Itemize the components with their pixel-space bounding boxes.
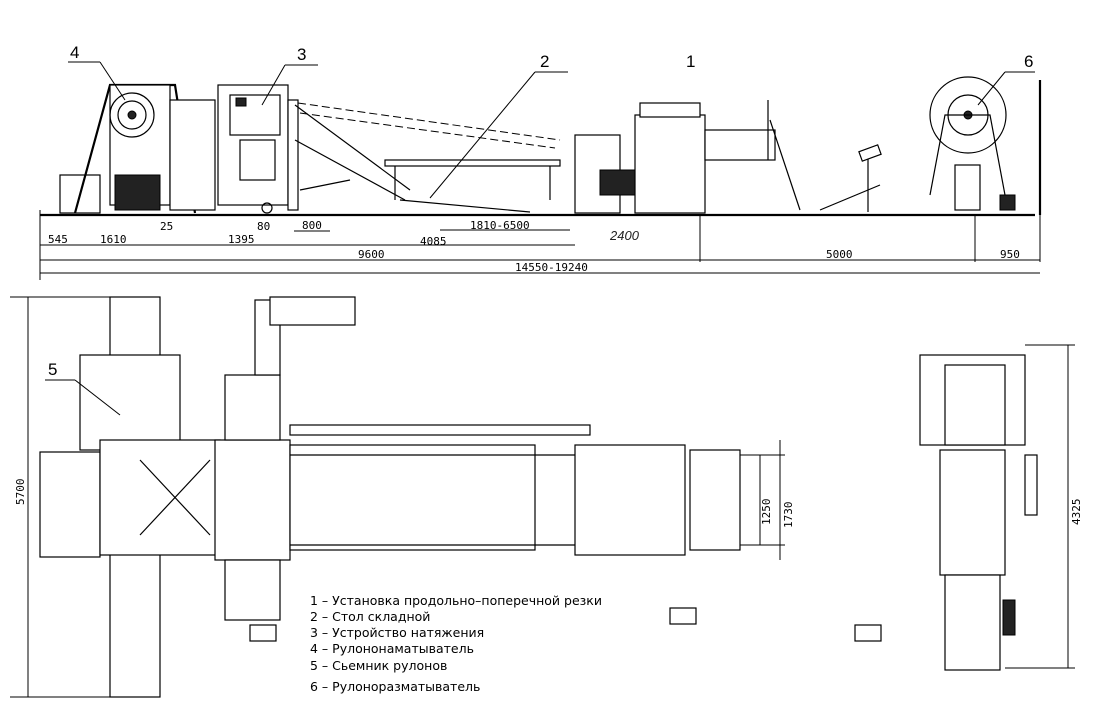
dim-1250: 1250 <box>760 499 773 526</box>
dim-1395: 1395 <box>228 233 255 246</box>
recoiler-side <box>59 83 216 214</box>
dim-9600: 9600 <box>358 248 385 261</box>
callout-6: 6 <box>1024 52 1033 71</box>
end-view: 4325 <box>919 344 1083 671</box>
legend-item-1: 1 – Установка продольно–поперечной резки <box>310 593 602 608</box>
dim-800: 800 <box>302 219 322 232</box>
callout-5: 5 <box>48 360 57 379</box>
uncoiler-side <box>819 76 1042 215</box>
dim-4325: 4325 <box>1070 499 1083 526</box>
slitting-line-side <box>574 100 801 214</box>
dim-80: 80 <box>257 220 270 233</box>
dim-1610: 1610 <box>100 233 127 246</box>
legend-item-2: 2 – Стол складной <box>310 609 430 624</box>
dim-950: 950 <box>1000 248 1020 261</box>
callout-2: 2 <box>540 52 549 71</box>
dim-545: 545 <box>48 233 68 246</box>
dim-5700: 5700 <box>14 479 27 506</box>
legend-item-4: 4 – Рулононаматыватель <box>310 641 474 656</box>
dim-14550-19240: 14550-19240 <box>515 261 588 274</box>
callout-3: 3 <box>297 45 306 64</box>
dim-25: 25 <box>160 220 173 233</box>
dim-1730: 1730 <box>782 502 795 529</box>
dim-1810-6500: 1810-6500 <box>470 219 530 232</box>
callouts: 4 3 2 1 6 <box>68 43 1035 199</box>
dim-5000: 5000 <box>826 248 853 261</box>
dim-2400: 2400 <box>609 228 640 243</box>
callout-1: 1 <box>686 52 695 71</box>
dim-4085: 4085 <box>420 235 447 248</box>
legend-item-6: 6 – Рулоноразматыватель <box>310 679 480 694</box>
tension-unit-side <box>217 84 299 214</box>
legend: 1 – Установка продольно–поперечной резки… <box>310 593 602 694</box>
folding-table-side <box>294 102 561 213</box>
plan-view: 5700 1250 1730 5 <box>10 296 882 698</box>
legend-item-5: 5 – Сьемник рулонов <box>310 658 447 673</box>
legend-item-3: 3 – Устройство натяжения <box>310 625 484 640</box>
side-view: 4 3 2 1 6 545 1610 25 1395 80 800 <box>39 43 1042 280</box>
callout-4: 4 <box>70 43 79 62</box>
side-dimensions: 545 1610 25 1395 80 800 4085 1810-6500 2… <box>39 210 1041 280</box>
